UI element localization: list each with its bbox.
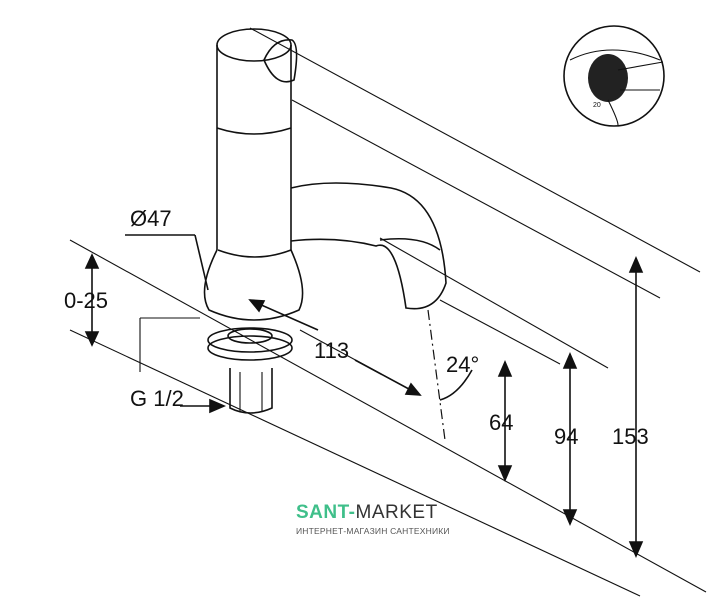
watermark-subtitle: ИНТЕРНЕТ-МАГАЗИН САНТЕХНИКИ	[296, 526, 450, 536]
spout-height-label: 64	[489, 410, 513, 435]
projection-label: 113	[314, 338, 349, 363]
spout-top-label: 94	[554, 424, 578, 449]
reference-lines	[69, 27, 707, 597]
diameter-label: Ø47	[130, 206, 172, 231]
watermark-brand: SANT-MARKET	[296, 502, 438, 523]
inset-label: 20	[593, 102, 601, 109]
thread-label: G 1/2	[130, 386, 184, 411]
aerator-inset-icon: 20	[563, 25, 665, 127]
faucet-body	[203, 28, 447, 441]
total-height-label: 153	[612, 424, 649, 449]
dimension-arrows	[84, 234, 644, 559]
height-adjust-label: 0-25	[64, 288, 108, 313]
angle-label: 24°	[446, 352, 479, 377]
watermark: SANT-MARKET ИНТЕРНЕТ-МАГАЗИН САНТЕХНИКИ	[296, 502, 450, 537]
